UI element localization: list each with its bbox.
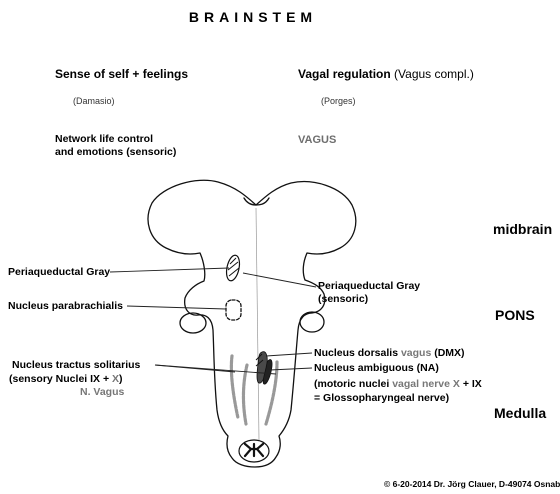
left-peduncle	[180, 313, 206, 333]
pag-left-leader	[110, 268, 229, 272]
brainstem-outline	[148, 180, 356, 467]
leader-lines	[110, 268, 316, 374]
spinal-cord-section	[239, 440, 269, 462]
nucleus-parabrachialis-shape	[226, 300, 241, 320]
midline	[256, 208, 259, 440]
right-peduncle	[300, 312, 324, 332]
dmx-leader	[266, 353, 312, 356]
parabrachialis-leader	[127, 306, 226, 309]
